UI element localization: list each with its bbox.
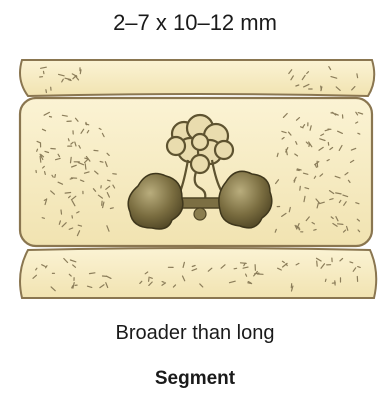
speckle bbox=[338, 224, 343, 225]
speckle bbox=[110, 208, 113, 209]
speckle bbox=[90, 273, 95, 274]
speckle bbox=[65, 193, 71, 194]
speckle bbox=[42, 218, 44, 219]
speckle bbox=[350, 262, 353, 263]
speckle bbox=[108, 180, 111, 181]
speckle bbox=[309, 145, 310, 147]
speckle bbox=[85, 164, 86, 169]
speckle bbox=[357, 74, 358, 78]
speckle bbox=[40, 156, 41, 162]
speckle bbox=[46, 90, 47, 93]
shape-caption: Broader than long bbox=[0, 322, 390, 345]
speckle bbox=[55, 175, 56, 178]
central-duct bbox=[180, 198, 220, 208]
speckle bbox=[162, 282, 164, 283]
speckle bbox=[37, 149, 38, 151]
speckle bbox=[358, 133, 360, 134]
speckle bbox=[85, 158, 88, 159]
speckle bbox=[297, 170, 300, 171]
speckle bbox=[45, 172, 46, 175]
dimension-label: 2–7 x 10–12 mm bbox=[0, 10, 390, 36]
speckle bbox=[299, 227, 300, 230]
speckle bbox=[241, 263, 247, 264]
speckle bbox=[314, 230, 316, 231]
speckle bbox=[358, 267, 361, 268]
speckle bbox=[71, 157, 72, 163]
speckle bbox=[325, 279, 326, 281]
speckle bbox=[300, 186, 301, 190]
speckle bbox=[234, 268, 237, 269]
speckle bbox=[100, 162, 103, 163]
speckle bbox=[61, 210, 62, 214]
speckle bbox=[317, 161, 318, 167]
segment-diagram bbox=[0, 52, 390, 302]
speckle bbox=[150, 278, 152, 279]
speckle bbox=[149, 277, 150, 281]
segment-title: Segment bbox=[0, 368, 390, 390]
lower-segment bbox=[20, 248, 376, 298]
speckle bbox=[80, 70, 81, 74]
speckle bbox=[50, 117, 52, 118]
speckle bbox=[68, 139, 69, 141]
speckle bbox=[317, 261, 318, 266]
